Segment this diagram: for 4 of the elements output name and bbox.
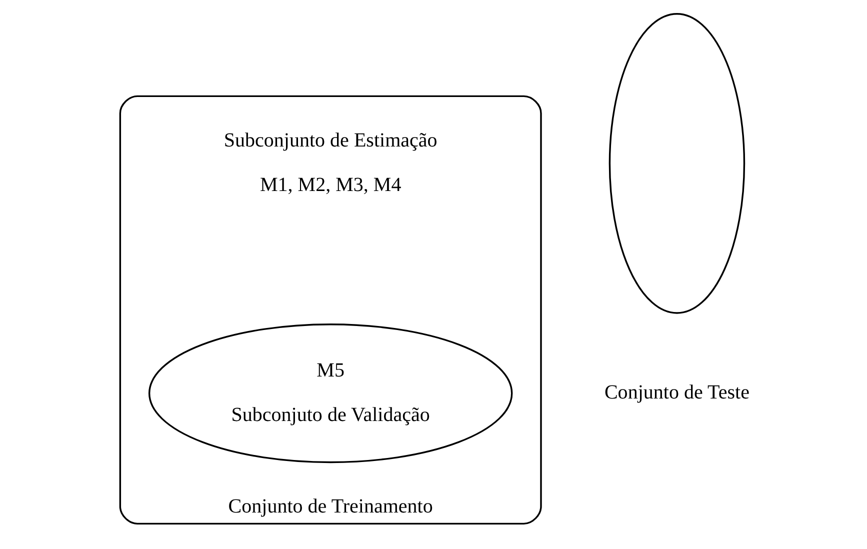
node-ellipse: M5 Subconjuto de Validação bbox=[148, 324, 512, 464]
node-label: Conjunto de Treinamento bbox=[228, 496, 432, 518]
node-label: Conjunto de Teste bbox=[604, 382, 749, 404]
node-ellipse bbox=[608, 13, 745, 314]
